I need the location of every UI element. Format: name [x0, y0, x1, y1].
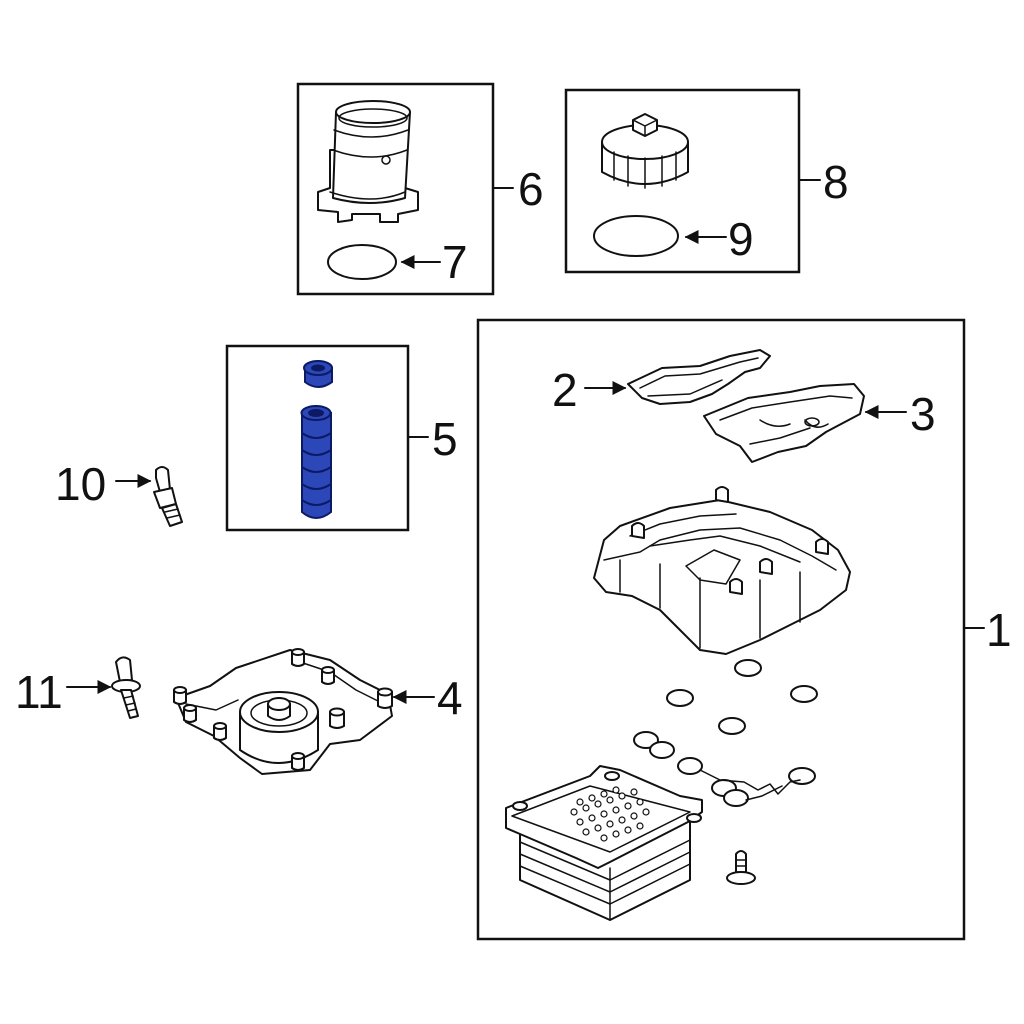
- seal-connector-line-2: [745, 785, 783, 801]
- group-adapter-plate: 4: [173, 648, 463, 775]
- filter-cap-part[interactable]: [601, 113, 689, 189]
- highlighted-tube[interactable]: [300, 405, 332, 519]
- box-filter-cap: [564, 88, 801, 274]
- callout-1: 1: [986, 604, 1012, 656]
- callout-5: 5: [432, 413, 458, 465]
- cooler-bolt-part[interactable]: [726, 850, 756, 885]
- group-sensor-bolt: 10: [55, 458, 183, 527]
- filter-housing-part[interactable]: [317, 100, 419, 223]
- group-stud-bolt: 11: [15, 656, 141, 719]
- callout-3: 3: [910, 388, 936, 440]
- seal-ring-set[interactable]: [633, 659, 818, 807]
- callout-7: 7: [442, 236, 468, 288]
- group-oil-cooler-assembly: 1 2 3: [476, 318, 1012, 941]
- cap-o-ring[interactable]: [593, 215, 679, 257]
- callout-6: 6: [518, 163, 544, 215]
- cooler-housing-part[interactable]: [593, 486, 851, 655]
- sensor-bolt-part[interactable]: [153, 466, 183, 527]
- upper-gasket-part[interactable]: [627, 349, 771, 405]
- callout-2: 2: [552, 364, 578, 416]
- adapter-plate-part[interactable]: [173, 648, 393, 775]
- cooler-core-part[interactable]: [505, 765, 703, 921]
- callout-9: 9: [728, 213, 754, 265]
- stud-bolt-part[interactable]: [111, 656, 141, 719]
- box-oil-cooler-assembly: [476, 318, 966, 941]
- callout-8: 8: [823, 156, 849, 208]
- seal-connector-line: [699, 769, 801, 795]
- group-tube: 5: [225, 344, 458, 532]
- group-filter-housing: 7 6: [296, 82, 544, 296]
- callout-10: 10: [55, 458, 106, 510]
- cooler-core-holes: [570, 786, 650, 842]
- callout-4: 4: [437, 672, 463, 724]
- cooler-core-fittings: [512, 771, 702, 823]
- group-filter-cap: 9 8: [564, 88, 849, 274]
- lower-gasket-part[interactable]: [703, 383, 865, 463]
- callout-11: 11: [15, 666, 63, 718]
- housing-seal-ring[interactable]: [327, 244, 397, 280]
- highlighted-seal[interactable]: [303, 360, 333, 388]
